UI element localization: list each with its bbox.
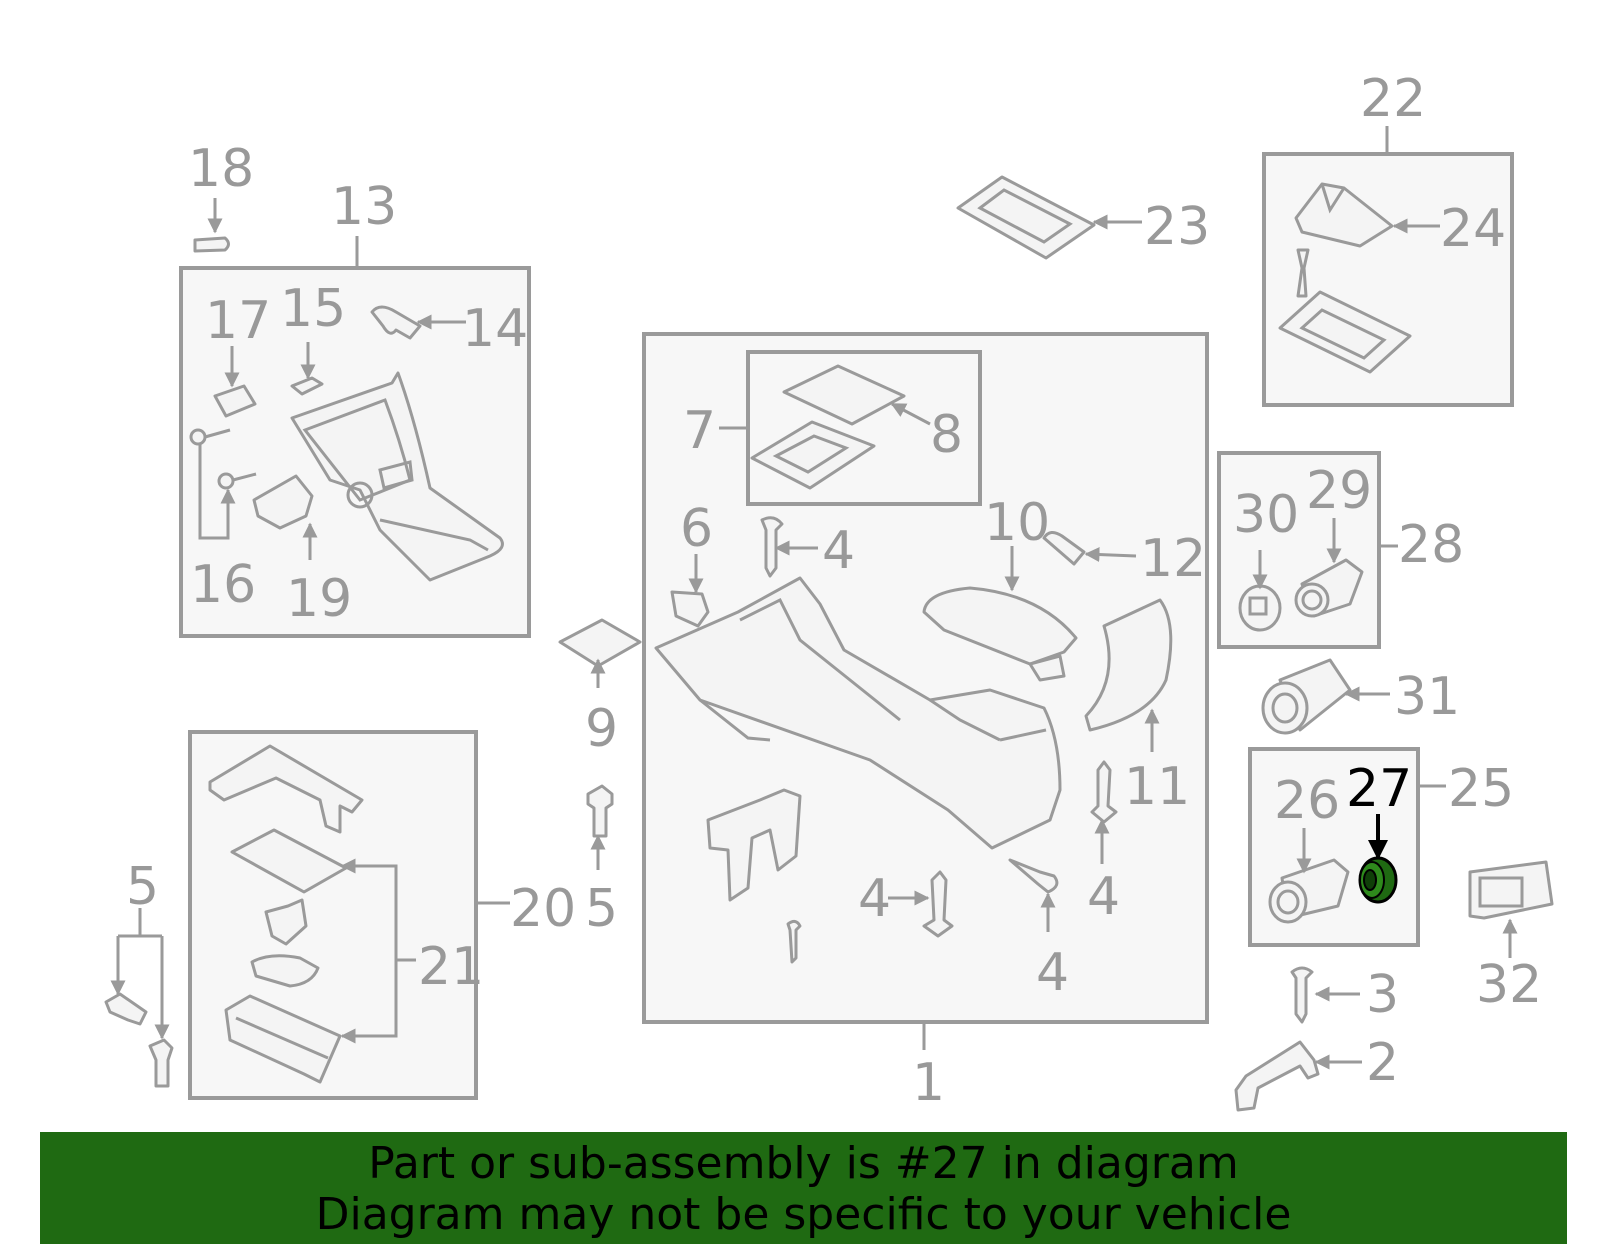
callout-4: 4 (1036, 943, 1069, 1003)
part-24-boot (1294, 182, 1394, 248)
callout-4: 4 (858, 869, 891, 929)
callout-31: 31 (1394, 667, 1460, 727)
callout-9: 9 (585, 699, 618, 759)
part-17-cover (213, 384, 257, 418)
part-3-screw (1290, 966, 1314, 1024)
callout-3: 3 (1366, 965, 1399, 1025)
part-2-bracket (1234, 1040, 1320, 1112)
callout-7: 7 (683, 401, 716, 461)
callout-labels: 1 2 3 4 4 4 4 5 5 6 7 8 9 10 11 12 13 14… (126, 69, 1542, 1113)
part-15-pad (290, 376, 324, 396)
callout-5: 5 (126, 857, 159, 917)
callout-14: 14 (462, 299, 528, 359)
part-19-bracket (252, 474, 314, 530)
part-26-socket (1268, 858, 1350, 924)
callout-10: 10 (984, 493, 1050, 553)
banner-line-part: Part or sub-assembly is #27 in diagram (368, 1138, 1239, 1189)
part-8-mat (782, 364, 906, 426)
callout-20: 20 (510, 879, 576, 939)
part-32-switch (1468, 860, 1554, 920)
part-10-armrest-lid (922, 586, 1078, 682)
callout-29: 29 (1306, 461, 1372, 521)
callout-23: 23 (1144, 197, 1210, 257)
callout-13: 13 (331, 177, 397, 237)
part-5-bolts (104, 784, 614, 1088)
callout-32: 32 (1476, 955, 1542, 1015)
part-16-screws (189, 428, 257, 490)
part-30-plug (1238, 584, 1282, 632)
part-12-clip (1042, 531, 1086, 566)
part-6-clip (670, 590, 710, 628)
callout-26: 26 (1274, 771, 1340, 831)
part-1-lower-brackets (706, 788, 802, 902)
callout-30: 30 (1233, 485, 1299, 545)
callout-12: 12 (1140, 529, 1206, 589)
callout-15: 15 (280, 279, 346, 339)
callout-19: 19 (286, 569, 352, 629)
part-22-bezel (1278, 248, 1412, 374)
part-11-end-panel (1084, 598, 1173, 732)
part-27-ring-highlighted[interactable] (1358, 856, 1398, 904)
callout-22: 22 (1360, 69, 1426, 129)
callout-28: 28 (1398, 515, 1464, 575)
callout-5: 5 (585, 879, 618, 939)
part-4-screws (760, 516, 1118, 964)
callout-25: 25 (1448, 759, 1514, 819)
part-29-socket (1294, 558, 1364, 618)
part-18-clip (193, 236, 230, 253)
callout-6: 6 (680, 499, 713, 559)
part-7-tray (750, 420, 876, 490)
callout-11: 11 (1124, 757, 1190, 817)
callout-4: 4 (822, 521, 855, 581)
callout-24: 24 (1440, 199, 1506, 259)
callout-27: 27 (1346, 759, 1412, 819)
part-info-banner: Part or sub-assembly is #27 in diagram D… (40, 1132, 1567, 1244)
callout-16: 16 (190, 555, 256, 615)
callout-1: 1 (912, 1053, 945, 1113)
part-14-bracket (370, 305, 422, 340)
part-31-power-outlet (1261, 658, 1352, 735)
part-23-bezel (956, 175, 1096, 260)
leader-lines (110, 126, 1518, 1070)
part-20-storage (208, 744, 364, 1084)
callout-18: 18 (188, 139, 254, 199)
banner-line-disclaimer: Diagram may not be specific to your vehi… (315, 1189, 1292, 1240)
callout-8: 8 (930, 405, 963, 465)
part-1-console (654, 576, 1062, 850)
callout-4: 4 (1087, 867, 1120, 927)
callout-17: 17 (205, 291, 271, 351)
callout-2: 2 (1366, 1033, 1399, 1093)
part-9-mat (558, 618, 642, 668)
part-13-trim-panel (290, 371, 504, 582)
callout-21: 21 (418, 937, 484, 997)
